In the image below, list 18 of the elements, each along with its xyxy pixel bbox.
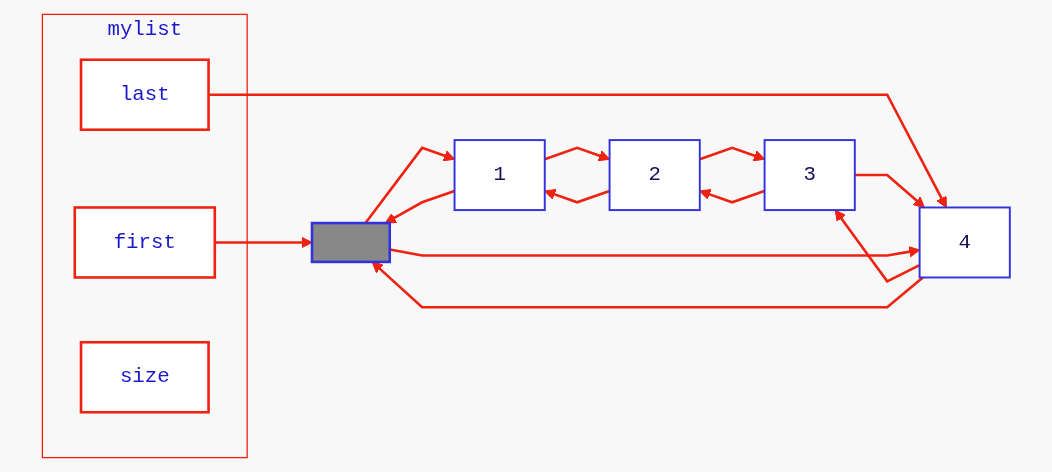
node-box xyxy=(310,221,391,264)
arrow xyxy=(699,146,765,162)
arrow xyxy=(389,246,920,258)
node-box: first xyxy=(73,206,216,279)
arrow xyxy=(208,93,947,208)
node-box: 2 xyxy=(608,139,701,212)
arrow xyxy=(371,261,924,309)
arrow xyxy=(544,146,610,162)
node-box: 3 xyxy=(763,139,856,212)
arrow xyxy=(364,146,455,224)
arrow xyxy=(544,188,610,204)
node-box: last xyxy=(79,58,210,131)
node-box: size xyxy=(79,340,210,414)
node-box: 4 xyxy=(918,206,1011,279)
node-box: 1 xyxy=(453,139,546,212)
arrow xyxy=(384,189,455,224)
arrow xyxy=(699,188,765,204)
arrow xyxy=(854,173,925,208)
